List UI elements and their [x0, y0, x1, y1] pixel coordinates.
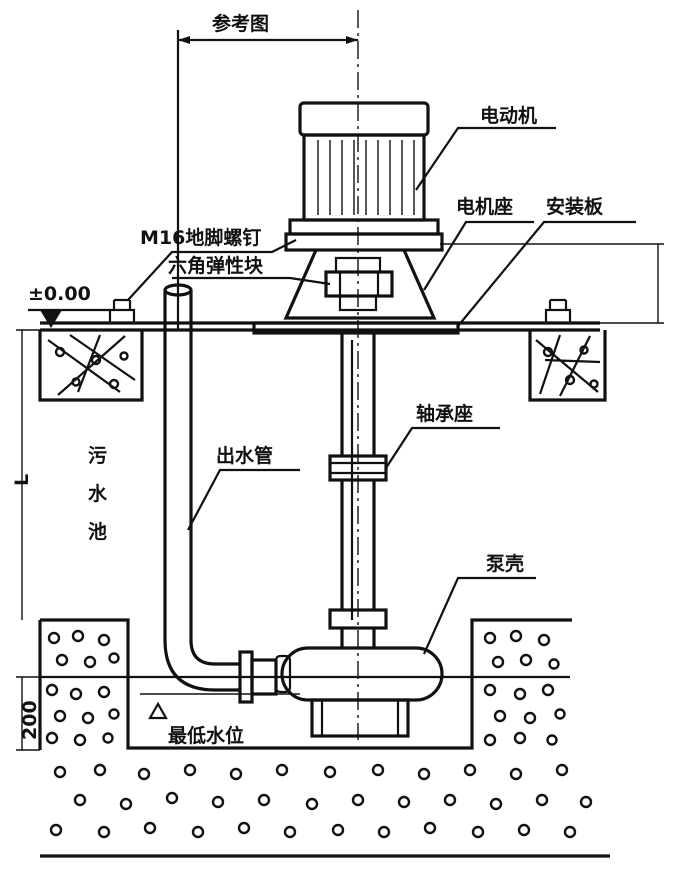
reference-dimension: 参考图: [176, 12, 358, 330]
outlet-pipe-label: 出水管: [216, 444, 273, 467]
callout-mount-plate: 安装板: [457, 195, 636, 327]
dim-200-label: 200: [19, 700, 41, 740]
reference-label: 参考图: [212, 12, 269, 35]
mount-plate-label: 安装板: [546, 195, 604, 218]
dimension-l: L: [11, 329, 40, 620]
sewage-pool-label: 污 水 池: [88, 445, 108, 543]
callout-motor: 电动机: [415, 104, 556, 191]
pool-char-1: 污: [88, 445, 107, 467]
motor: [284, 101, 444, 252]
pit: [38, 618, 610, 858]
pool-char-2: 水: [88, 483, 108, 505]
plate-height-dimension: [440, 243, 664, 324]
pool-char-3: 池: [88, 520, 107, 543]
min-water-level: 最低水位: [40, 675, 570, 747]
pump-casing: [274, 646, 444, 738]
callout-pump-casing: 泵壳: [422, 552, 536, 655]
anchor-bolt-right: [544, 298, 572, 325]
bearing-seat-label: 轴承座: [416, 402, 473, 425]
anchor-bolt-label: M16地脚螺钉: [140, 226, 261, 249]
dim-l-label: L: [11, 474, 33, 486]
datum-label: ±0.00: [28, 283, 91, 305]
anchor-bolt-left: [108, 298, 136, 325]
motor-seat-label: 电机座: [456, 195, 513, 218]
lower-flange: [328, 608, 388, 648]
min-water-level-label: 最低水位: [168, 724, 244, 747]
motor-seat: [283, 249, 437, 320]
datum-marker: ±0.00: [28, 283, 110, 328]
motor-label: 电动机: [480, 104, 537, 127]
pump-casing-label: 泵壳: [486, 552, 524, 575]
callout-motor-seat: 电机座: [423, 195, 534, 291]
callout-anchor-bolt: M16地脚螺钉: [127, 226, 297, 301]
callout-outlet-pipe: 出水管: [187, 444, 300, 531]
hex-block-label: 六角弹性块: [168, 254, 264, 277]
dimension-200: 200: [16, 676, 41, 751]
callout-hex-block: 六角弹性块: [168, 254, 331, 286]
outlet-pipe: [163, 283, 278, 704]
coupling: [324, 256, 394, 312]
mounting-plate: [252, 321, 460, 335]
callout-bearing-seat: 轴承座: [385, 402, 500, 469]
